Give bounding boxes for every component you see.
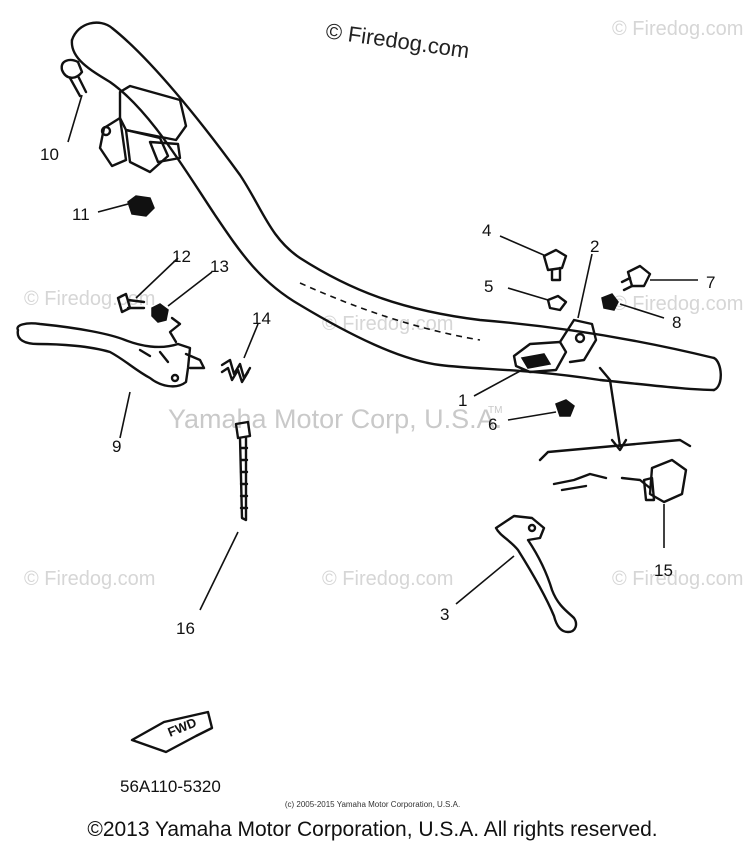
callout-14: 14 xyxy=(252,309,271,328)
part-code: 56A110-5320 xyxy=(120,777,221,796)
part-16-cable-tie xyxy=(234,420,252,522)
part-10-bolt xyxy=(60,58,88,98)
trademark-mark: TM xyxy=(488,405,502,416)
part-3-lever xyxy=(494,514,578,634)
part-8-nut xyxy=(601,293,619,311)
watermark-right-mid: © Firedog.com xyxy=(612,293,743,315)
callout-6: 6 xyxy=(488,415,497,434)
callout-4: 4 xyxy=(482,221,491,240)
callout-9: 9 xyxy=(112,437,121,456)
leader-lines xyxy=(67,94,698,611)
watermark-center: © Firedog.com xyxy=(322,313,453,335)
callout-16: 16 xyxy=(176,619,195,638)
yamaha-watermark: Yamaha Motor Corp, U.S.A. xyxy=(168,404,502,434)
handlebar xyxy=(70,21,722,392)
watermark-left-low: © Firedog.com xyxy=(24,568,155,590)
part-14-spring xyxy=(220,358,252,384)
parts-diagram: © Firedog.com © Firedog.com © Firedog.co… xyxy=(16,18,743,796)
callout-8: 8 xyxy=(672,313,681,332)
part-5-washer xyxy=(546,294,568,312)
callout-5: 5 xyxy=(484,277,493,296)
watermark-center-low: © Firedog.com xyxy=(322,568,453,590)
part-11-nut xyxy=(127,195,155,217)
watermark-left-mid: © Firedog.com xyxy=(24,288,155,310)
callout-1: 1 xyxy=(458,391,467,410)
part-13-dashed-link xyxy=(168,316,182,344)
part-7-bolt xyxy=(620,264,652,292)
watermark-top-right: © Firedog.com xyxy=(612,18,743,40)
part-12-bolt xyxy=(116,292,146,314)
part-4-bolt xyxy=(542,248,568,282)
callout-3: 3 xyxy=(440,605,449,624)
callout-11: 11 xyxy=(72,205,90,224)
callout-7: 7 xyxy=(706,273,715,292)
part-13-nut xyxy=(151,303,169,323)
callout-2: 2 xyxy=(590,237,599,256)
callout-12: 12 xyxy=(172,247,191,266)
watermark-top: © Firedog.com xyxy=(324,18,471,63)
copyright-small: (c) 2005-2015 Yamaha Motor Corporation, … xyxy=(284,800,461,809)
part-9-lever xyxy=(16,322,206,388)
callout-13: 13 xyxy=(210,257,229,276)
copyright-main: ©2013 Yamaha Motor Corporation, U.S.A. A… xyxy=(87,818,658,841)
part-1-bracket xyxy=(512,318,598,374)
fwd-arrow: FWD xyxy=(130,710,214,754)
callout-15: 15 xyxy=(654,561,673,580)
part-6-nut xyxy=(555,399,575,417)
callout-10: 10 xyxy=(40,145,59,164)
left-master-cylinder xyxy=(98,84,188,174)
watermark-right-low: © Firedog.com xyxy=(612,568,743,590)
part-15-switch xyxy=(538,366,692,504)
